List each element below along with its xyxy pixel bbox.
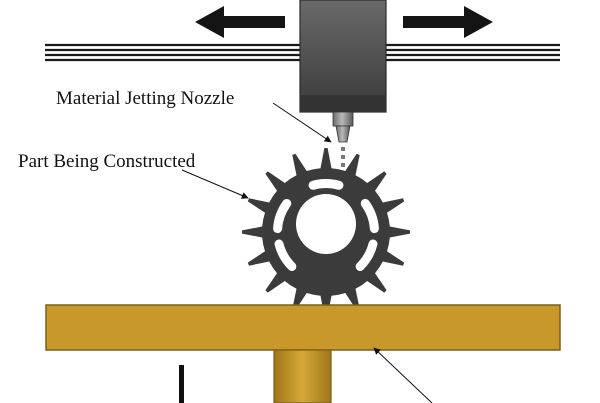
arrow-right-icon [403,6,493,38]
print-head [299,0,387,113]
material-droplets [341,147,345,167]
vertical-marker [179,365,184,403]
gear-part [242,148,410,316]
arrow-left-icon [195,6,285,38]
nozzle-leader-line [272,102,332,143]
nozzle-label: Material Jetting Nozzle [56,88,234,109]
build-platform [45,304,561,403]
gear-body [242,148,410,316]
platform-leader-line [373,347,433,403]
jetting-nozzle [332,111,354,143]
part-label: Part Being Constructed [18,151,196,172]
part-leader-line [181,169,249,199]
